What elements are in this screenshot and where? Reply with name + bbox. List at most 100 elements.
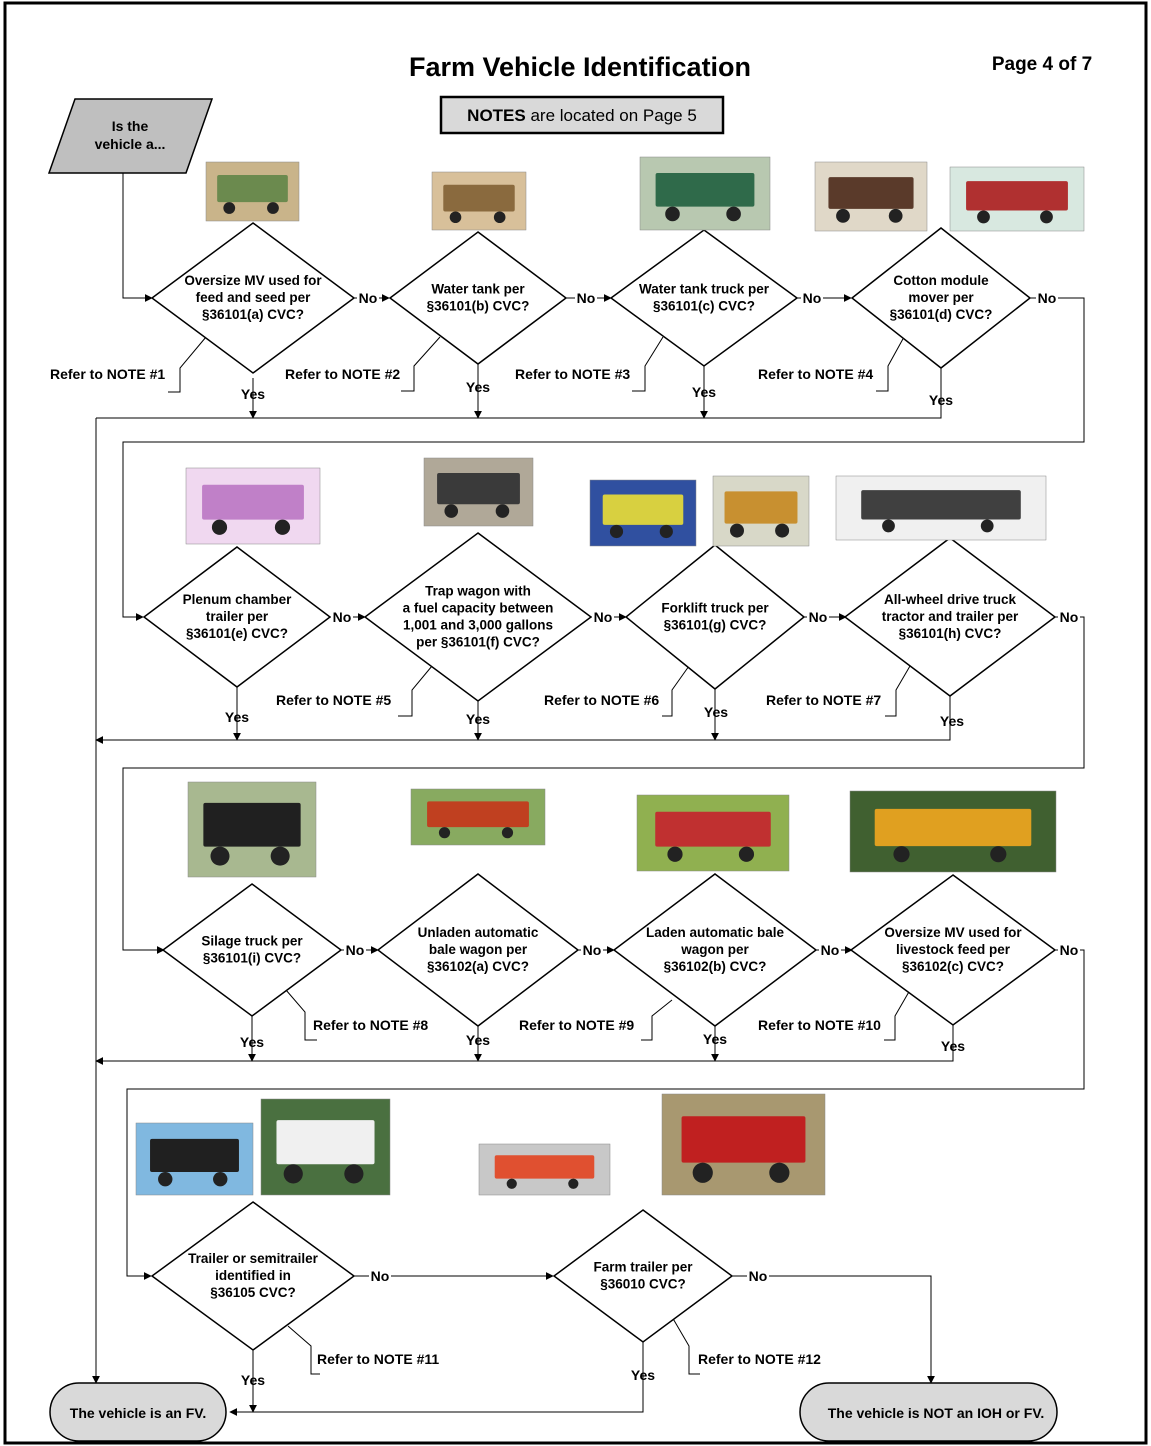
no-label: No xyxy=(359,290,378,306)
decision-line: livestock feed per xyxy=(896,942,1011,957)
decision-diamond xyxy=(376,873,580,1027)
yes-label: Yes xyxy=(466,711,490,727)
yes-label: Yes xyxy=(241,386,265,402)
yes-label: Yes xyxy=(941,1038,965,1054)
label-bg xyxy=(1058,942,1080,959)
trap-wagon-photo xyxy=(423,457,534,527)
yes-label: Yes xyxy=(692,384,716,400)
decision-diamond xyxy=(150,222,356,374)
yes-label: Yes xyxy=(929,392,953,408)
decision-diamond xyxy=(624,544,806,690)
decision-question: Silage truck per §36101(i) CVC? xyxy=(201,934,303,966)
decision-question: Forklift truck per §36101(g) CVC? xyxy=(661,601,769,633)
decision-line: feed and seed per xyxy=(196,290,312,305)
plenum-trailer-photo xyxy=(185,467,321,545)
label-bg xyxy=(581,942,603,959)
decision-line: Water tank truck per xyxy=(639,282,770,297)
yes-label: Yes xyxy=(940,713,964,729)
decision-line: Plenum chamber xyxy=(183,592,293,607)
decision-diamond xyxy=(850,227,1032,369)
decision-diamond xyxy=(843,537,1057,697)
yes-label: Yes xyxy=(225,709,249,725)
decision-question: Water tank per§36101(b) CVC? xyxy=(427,282,530,314)
decision-diamond xyxy=(849,874,1057,1026)
note-reference: Refer to NOTE #8 xyxy=(313,1017,428,1033)
note-reference: Refer to NOTE #1 xyxy=(50,366,165,382)
decision-question: All-wheel drive truck tractor and trailer… xyxy=(882,592,1019,641)
decision-line: Forklift truck per xyxy=(661,601,769,616)
svg-text:NOTES are located on Page 5: NOTES are located on Page 5 xyxy=(467,106,697,125)
decision-7: Forklift truck per§36101(g) CVC?Refer to… xyxy=(544,544,806,708)
notes-box: NOTES are located on Page 5 xyxy=(439,95,725,135)
decision-line: §36101(i) CVC? xyxy=(203,951,301,966)
no-label: No xyxy=(821,942,840,958)
decision-line: bale wagon per xyxy=(429,942,528,957)
decision-diamond xyxy=(552,1209,734,1343)
no-label: No xyxy=(1038,290,1057,306)
yes-label: Yes xyxy=(241,1372,265,1388)
decision-line: §36101(a) CVC? xyxy=(202,307,304,322)
module-mover-photo xyxy=(949,166,1085,232)
decision-line: §36101(h) CVC? xyxy=(899,626,1002,641)
farm-trailer-photo xyxy=(661,1093,826,1196)
truck-photo xyxy=(205,161,300,222)
decision-line: §36105 CVC? xyxy=(210,1285,296,1300)
decision-line: §36102(c) CVC? xyxy=(902,959,1004,974)
decision-line: Laden automatic bale xyxy=(646,925,785,940)
decision-line: trailer per xyxy=(206,609,269,624)
terminal-not-fv: The vehicle is NOT an IOH or FV. xyxy=(799,1382,1058,1442)
no-label: No xyxy=(577,290,596,306)
no-label: No xyxy=(583,942,602,958)
decision-line: All-wheel drive truck xyxy=(884,592,1017,607)
notes-rest: are located on Page 5 xyxy=(526,106,697,125)
yes-label: Yes xyxy=(240,1034,264,1050)
yes-label: Yes xyxy=(466,379,490,395)
decision-14: Farm trailer per§36010 CVC? Refer to NOTE… xyxy=(552,1209,821,1367)
tank-truck-photo xyxy=(639,156,771,231)
decision-line: §36101(g) CVC? xyxy=(664,618,767,633)
decision-line: Water tank per xyxy=(431,282,525,297)
decision-line: §36102(a) CVC? xyxy=(427,959,529,974)
page-border xyxy=(3,1,1148,1445)
terminal-not-fv-label: The vehicle is NOT an IOH or FV. xyxy=(828,1405,1045,1421)
decision-diamond xyxy=(609,229,799,367)
note-reference: Refer to NOTE #7 xyxy=(766,692,881,708)
no-label: No xyxy=(803,290,822,306)
decision-3: Water tank truck per§36101(c) CVC? Refer … xyxy=(515,229,799,382)
decision-line: Silage truck per xyxy=(201,934,303,949)
lowboy-trailer-photo xyxy=(135,1122,254,1196)
decision-line: §36102(b) CVC? xyxy=(664,959,767,974)
note-reference: Refer to NOTE #12 xyxy=(698,1351,821,1367)
note-reference: Refer to NOTE #5 xyxy=(276,692,391,708)
decision-question: Farm trailer per§36010 CVC? xyxy=(593,1260,693,1292)
no-label: No xyxy=(1060,609,1079,625)
terminal-fv: The vehicle is an FV. xyxy=(49,1382,227,1442)
forklift-photo xyxy=(712,475,810,547)
note-reference: Refer to NOTE #2 xyxy=(285,366,400,382)
decision-line: wagon per xyxy=(680,942,749,957)
notes-bold: NOTES xyxy=(467,106,526,125)
flatbed-trailer-photo xyxy=(478,1143,611,1196)
decision-question: Laden automatic bale wagon per §36102(b) C… xyxy=(646,925,785,974)
no-label: No xyxy=(371,1268,390,1284)
no-label: No xyxy=(594,609,613,625)
note-reference: Refer to NOTE #11 xyxy=(317,1351,439,1367)
decision-question: Water tank truck per§36101(c) CVC? xyxy=(639,282,770,314)
forklift-photo xyxy=(589,479,697,547)
no-label: No xyxy=(809,609,828,625)
decision-line: tractor and trailer per xyxy=(882,609,1019,624)
label-bg xyxy=(1058,609,1080,626)
start-line: vehicle a... xyxy=(95,136,166,152)
page-title: Farm Vehicle Identification xyxy=(409,52,751,82)
page-number: Page 4 of 7 xyxy=(992,54,1092,75)
note-reference: Refer to NOTE #3 xyxy=(515,366,630,382)
